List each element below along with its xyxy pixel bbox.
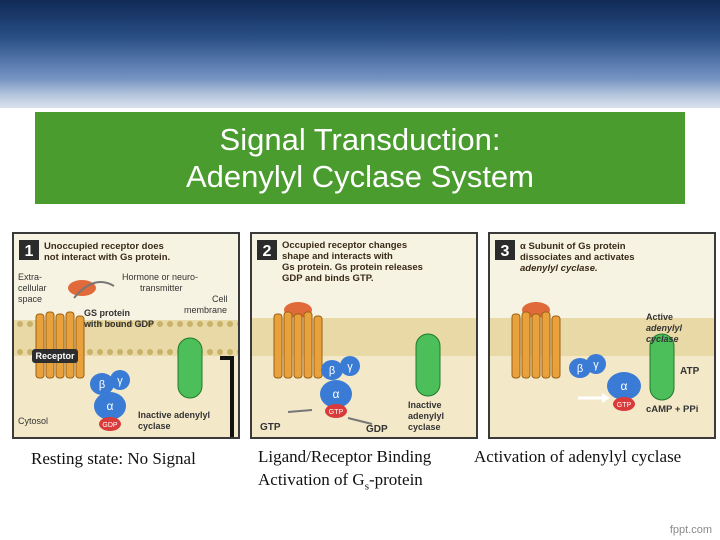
caption-gs-tail: -protein <box>368 470 423 489</box>
receptor-protein <box>511 311 561 379</box>
beta-label: β <box>577 363 583 375</box>
cyclase-label: cyclase <box>408 422 441 432</box>
receptor-label: Receptor <box>35 351 75 361</box>
step-badge-3 <box>495 240 515 260</box>
diagram-panel-1: 1 Unoccupied receptor does not interact … <box>12 232 240 439</box>
receptor-protein <box>35 311 85 379</box>
extracellular-label: Extra- <box>18 272 42 282</box>
gdp-label: GDP <box>366 424 388 435</box>
gs-label: GS protein <box>84 308 130 318</box>
activation-arrowhead <box>602 393 610 403</box>
pathway-arrow <box>220 356 234 437</box>
cyclase-label: cyclase <box>138 421 171 431</box>
active-label: Active <box>646 312 673 322</box>
caption-adenylyl-activation: Activation of adenylyl cyclase <box>474 447 682 466</box>
adenylyl-cyclase <box>177 337 203 399</box>
gdp-arrow <box>347 417 373 425</box>
atp-label: ATP <box>680 366 700 377</box>
cytosol-label: Cytosol <box>18 416 48 426</box>
gdp-label: GDP <box>102 422 118 429</box>
gtp-label: GTP <box>260 422 281 433</box>
step-number: 3 <box>501 243 510 260</box>
hormone-label: transmitter <box>140 283 183 293</box>
step-number: 2 <box>263 243 272 260</box>
hormone-ligand <box>68 280 96 296</box>
alpha-label: α <box>333 387 340 401</box>
diagram-panel-2: 2 Occupied receptor changes shape and in… <box>250 232 478 439</box>
slide-title-line-1: Signal Transduction: <box>219 122 501 157</box>
gtp-bound-label: GTP <box>617 402 632 409</box>
adenylyl-cyclase <box>415 333 441 397</box>
caption-resting-state: Resting state: No Signal <box>31 449 196 468</box>
active-label: adenylyl <box>646 323 683 333</box>
gamma-label: γ <box>347 361 353 373</box>
g-protein <box>320 356 360 418</box>
gtp-arrow <box>287 409 313 413</box>
panel-heading-line-2: dissociates and activates <box>520 252 635 263</box>
camp-label: cAMP + PPi <box>646 404 698 415</box>
alpha-label: α <box>107 399 114 413</box>
extracellular-label: cellular <box>18 283 47 293</box>
title-box: Signal Transduction: Adenylyl Cyclase Sy… <box>35 112 685 204</box>
adenylyl-cyclase <box>649 333 675 401</box>
step-badge-1 <box>19 240 39 260</box>
gs-label: with bound GDP <box>83 319 154 329</box>
watermark: fppt.com <box>669 524 712 536</box>
panel-1-illustration: 1 Unoccupied receptor does not interact … <box>14 240 238 437</box>
beta-label: β <box>99 379 105 391</box>
caption-gs-main: Activation of G <box>258 470 365 489</box>
step-badge-2 <box>257 240 277 260</box>
step-number: 1 <box>25 243 34 260</box>
caption-ligand-binding: Ligand/Receptor Binding <box>258 447 432 466</box>
gamma-label: γ <box>593 359 599 371</box>
beta-label: β <box>329 365 335 377</box>
alpha-label: α <box>621 379 628 393</box>
cyclase-label: Inactive adenylyl <box>138 410 210 420</box>
receptor-tag <box>32 349 78 363</box>
panel-3-illustration: 3 α Subunit of Gs protein dissociates an… <box>490 240 714 437</box>
extracellular-label: space <box>18 294 42 304</box>
slide-title-line-2: Adenylyl Cyclase System <box>185 159 534 194</box>
panel-heading-line-1: α Subunit of Gs protein <box>520 241 626 252</box>
cyclase-label: Inactive <box>408 400 442 410</box>
beta-gamma-subunit <box>569 354 606 378</box>
cyclase-label: adenylyl <box>408 411 444 421</box>
panel-2-illustration: 2 Occupied receptor changes shape and in… <box>252 240 476 437</box>
panel-heading-line-2: not interact with Gs protein. <box>44 252 170 263</box>
caption-gs-activation: Activation of Gs-protein <box>258 469 423 497</box>
gtp-bound-label: GTP <box>329 409 344 416</box>
gamma-label: γ <box>117 375 123 387</box>
membrane-label: Cell <box>212 294 228 304</box>
hormone-label: Hormone or neuro- <box>122 272 198 282</box>
panel-heading-line-4: GDP and binds GTP. <box>282 273 374 284</box>
panel-heading-line-1: Unoccupied receptor does <box>44 241 164 252</box>
g-protein <box>90 370 130 431</box>
diagram-panel-3: 3 α Subunit of Gs protein dissociates an… <box>488 232 716 439</box>
hormone-arrow <box>73 281 115 299</box>
active-label: cyclase <box>646 334 679 344</box>
alpha-subunit <box>607 372 641 411</box>
panel-heading-line-3: adenylyl cyclase. <box>520 263 598 274</box>
panel-heading-line-1: Occupied receptor changes <box>282 240 407 251</box>
panel-heading-line-3: Gs protein. Gs protein releases <box>282 262 423 273</box>
caption-gs-subscript: s <box>364 480 369 493</box>
panel-heading-line-2: shape and interacts with <box>282 251 393 262</box>
receptor-protein <box>273 311 323 379</box>
membrane-label: membrane <box>184 305 227 315</box>
